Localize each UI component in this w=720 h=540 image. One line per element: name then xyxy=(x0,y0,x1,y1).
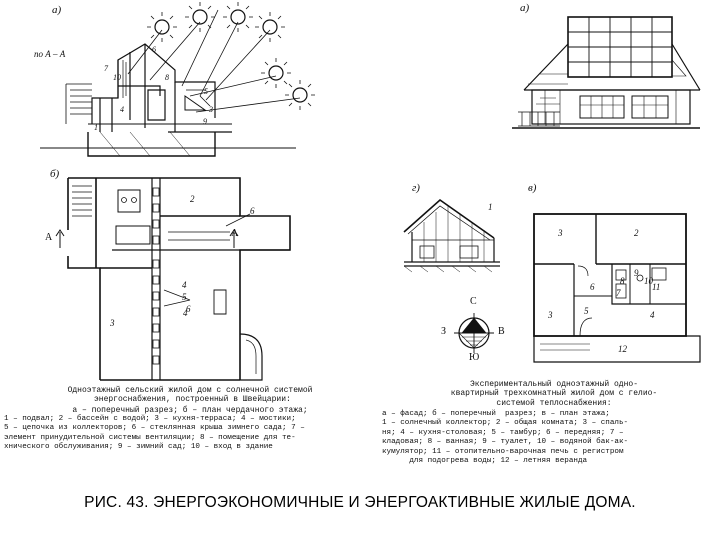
svg-text:4: 4 xyxy=(182,280,187,290)
panel-a-label: а) xyxy=(52,4,62,16)
compass-south: Ю xyxy=(469,352,480,363)
panel-b-label: б) xyxy=(50,168,60,180)
svg-text:5: 5 xyxy=(204,87,208,96)
svg-text:8: 8 xyxy=(620,276,625,286)
svg-text:3: 3 xyxy=(547,310,553,320)
svg-text:10: 10 xyxy=(113,73,121,82)
svg-text:6: 6 xyxy=(152,45,156,54)
svg-text:4: 4 xyxy=(183,308,188,318)
svg-text:4: 4 xyxy=(650,310,655,320)
svg-text:2: 2 xyxy=(634,228,639,238)
left-caption-body: 1 – подвал; 2 – бассейн с водой; 3 – кух… xyxy=(4,415,305,452)
svg-text:8: 8 xyxy=(165,73,169,82)
svg-text:1: 1 xyxy=(94,123,98,132)
compass-east: В xyxy=(498,326,505,337)
svg-text:7: 7 xyxy=(616,288,621,298)
compass-north: С xyxy=(470,296,477,307)
svg-text:12: 12 xyxy=(618,344,628,354)
svg-text:5: 5 xyxy=(182,292,187,302)
section-label: по А – А xyxy=(34,49,66,59)
svg-text:11: 11 xyxy=(652,282,660,292)
left-caption-sub: а – поперечный разрез; б – план чердачно… xyxy=(72,406,308,415)
svg-text:10: 10 xyxy=(644,276,654,286)
right-caption-title: Экспериментальный одноэтажный одно- квар… xyxy=(450,380,658,408)
compass-west: З xyxy=(441,326,447,337)
right-panel-g-label: г) xyxy=(412,182,420,194)
svg-text:6: 6 xyxy=(186,304,191,314)
svg-text:6: 6 xyxy=(250,206,255,216)
svg-text:9: 9 xyxy=(203,117,207,126)
svg-text:2: 2 xyxy=(190,194,195,204)
svg-text:3: 3 xyxy=(109,318,115,328)
right-panel-a-label: а) xyxy=(520,2,530,14)
svg-text:6: 6 xyxy=(590,282,595,292)
left-caption-title: Одноэтажный сельский жилой дом с солнечн… xyxy=(67,386,313,405)
figure-title: РИС. 43. ЭНЕРГОЭКОНОМИЧНЫЕ И ЭНЕРГОАКТИВ… xyxy=(84,494,636,511)
right-panel-v-label: в) xyxy=(528,182,537,194)
plan-a-left-marker: А xyxy=(45,232,53,243)
svg-text:1: 1 xyxy=(488,202,493,212)
svg-text:3: 3 xyxy=(208,105,213,114)
svg-text:5: 5 xyxy=(584,306,589,316)
svg-text:4: 4 xyxy=(120,105,124,114)
right-caption-body: а – фасад; б – поперечный разрез; в – пл… xyxy=(382,410,629,466)
plan-a-right-marker: А xyxy=(231,228,239,239)
svg-text:9: 9 xyxy=(634,268,639,278)
svg-text:7: 7 xyxy=(104,64,109,73)
svg-text:3: 3 xyxy=(557,228,563,238)
